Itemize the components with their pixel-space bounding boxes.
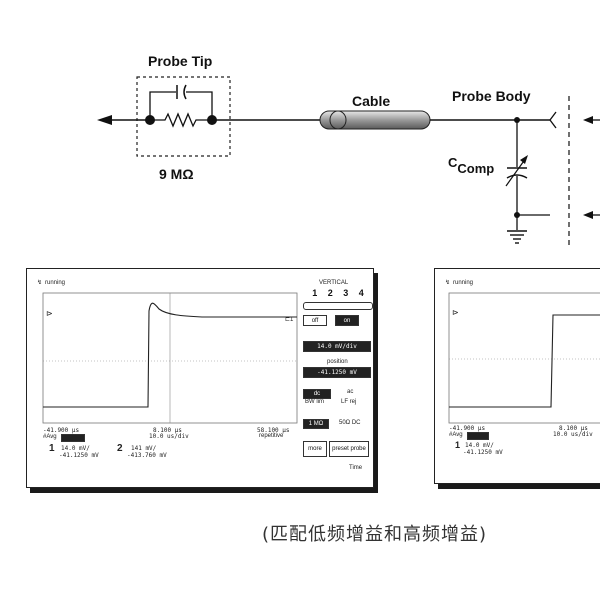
coupling-controls[interactable]: dc ac BW lim LF rej [303,389,369,409]
ccomp-label: CComp [448,155,494,176]
probe-tip-label: Probe Tip [148,53,212,69]
resistance-label: 9 MΩ [159,166,194,182]
avg-value-box-right [467,432,489,440]
status-text-left: running [45,280,66,286]
probe-schematic: Probe Tip 9 MΩ Cable Probe Body CComp [97,53,600,245]
on-button[interactable]: on [335,315,359,326]
time-div-readout-right: 10.0 us/div [553,431,593,438]
arrow-right-top [583,116,593,124]
ac-label[interactable]: ac [347,389,354,395]
time-label[interactable]: Time [349,465,363,471]
capacitor-branch-left [149,91,176,120]
more-controls[interactable]: more preset probe [303,441,369,459]
channel-3-button[interactable]: 3 [343,288,349,298]
position-label: position [327,359,348,365]
impedance-controls[interactable]: 1 MΩ 50Ω DC [303,419,369,429]
time-center-readout: 8.100 μs [153,427,182,434]
probe-body-connector [549,111,557,129]
waveform-trace-left [43,302,297,408]
ccomp-label-main: C [448,155,458,170]
ccomp-label-sub: Comp [457,161,494,176]
time-right-readout: 58.100 μs [257,427,290,434]
scope-waveform-left: ⊳ ⊏1 [42,292,298,424]
graticule-right [448,292,600,424]
ch2-offset: -413.760 mV [127,452,167,459]
time-left-readout: -41.900 μs [43,427,80,434]
avg-label-right: #Avg [449,432,463,438]
vertical-label: VERTICAL [319,280,349,286]
impedance-50-label[interactable]: 50Ω DC [339,420,361,426]
ch1-scale-right: 14.0 mV/ [465,442,494,449]
scope-logo-right: ↯ [445,280,451,286]
scope-screenshot-right: ⊳ ↯ running -41.900 μs 8.100 μs 10.0 us/… [434,268,600,484]
channel-4-button[interactable]: 4 [358,288,364,298]
off-on-toggle[interactable]: off on [303,315,369,326]
ch1-offset: -41.1250 mV [59,452,99,459]
cable [319,110,431,130]
channel-selector[interactable]: 1 2 3 4 [307,288,369,300]
capacitor-branch-right [186,91,213,120]
avg-value-box [61,434,85,442]
channel-tab [303,302,373,310]
trigger-marker-left: ⊳ [46,309,53,318]
ch1-scale: 14.0 mV/ [61,445,90,452]
volts-div-field[interactable]: 14.0 mV/div [303,341,371,352]
tip-arrow [97,115,112,125]
more-button[interactable]: more [303,441,327,457]
ch2-scale: 141 mV/ [131,445,157,452]
ccomp-plate-2 [506,174,528,179]
figure-caption: (匹配低频增益和高频增益) [262,524,488,545]
trigger-marker-right: ⊳ [452,308,459,317]
ccomp-adjust-arrowhead [520,155,528,164]
ch1-number: 1 [49,443,55,454]
lf-rej-label[interactable]: LF rej [341,399,357,405]
capacitor-plate-2 [183,84,187,100]
time-center-readout-right: 8.100 μs [559,425,588,432]
ground-marker-left: ⊏1 [285,317,294,323]
scope-screenshot-left: ⊳ ⊏1 running ↯ VERTICAL 1 2 3 4 off on 1… [26,268,374,488]
bw-lim-label[interactable]: BW lim [305,399,324,405]
waveform-trace-right [449,314,600,408]
dc-button[interactable]: dc [303,389,331,399]
mode-readout: repetitive [259,433,284,439]
ch2-number: 2 [117,443,123,454]
status-text-right: running [453,280,474,286]
ch1-offset-right: -41.1250 mV [463,449,503,456]
cable-end [329,110,347,130]
preset-probe-button[interactable]: preset probe [329,441,369,457]
ch1-number-right: 1 [455,440,461,450]
resistor [150,112,212,128]
probe-body-label: Probe Body [452,88,531,104]
off-button[interactable]: off [303,315,327,326]
impedance-1m-button[interactable]: 1 MΩ [303,419,329,429]
avg-label: #Avg [43,434,57,440]
probe-tip-box [136,76,231,157]
ground-icon [507,230,527,244]
ccomp-adjust-arrow [505,157,527,187]
position-field[interactable]: -41.1250 mV [303,367,371,378]
time-div-readout: 10.0 us/div [149,433,189,440]
cable-label: Cable [352,93,390,109]
channel-2-button[interactable]: 2 [327,288,333,298]
time-left-readout-right: -41.900 μs [449,425,486,432]
scope-waveform-right: ⊳ [448,292,600,424]
arrow-right-bottom [583,211,593,219]
channel-1-button[interactable]: 1 [312,288,318,298]
scope-logo-left: ↯ [37,280,43,286]
